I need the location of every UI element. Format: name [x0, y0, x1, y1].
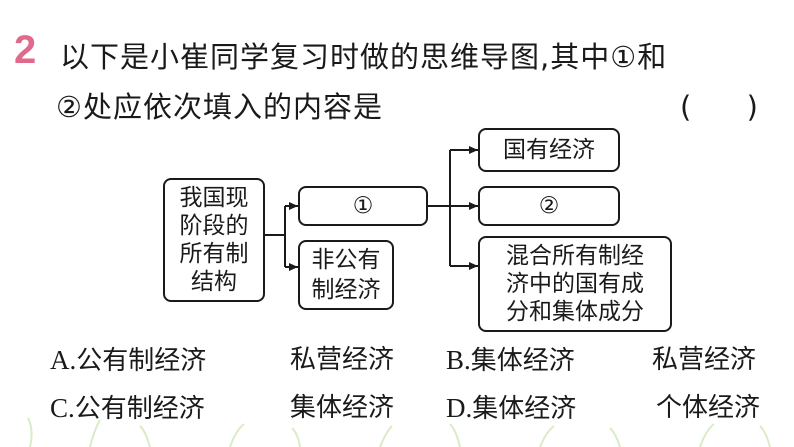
option-b[interactable]: B.集体经济 [446, 344, 575, 377]
option-second: 个体经济 [656, 393, 761, 423]
leaf-state-label: 国有经济 [503, 136, 595, 163]
option-first: 公有制经济 [74, 394, 205, 424]
leaf-line: 分和集体成分 [506, 299, 644, 325]
option-first: 集体经济 [472, 394, 577, 424]
root-node: 我国现 阶段的 所有制 结构 [163, 178, 265, 302]
option-letter: A. [50, 345, 77, 375]
leaf-line: 济中的国有成 [506, 271, 644, 297]
option-d-second: 个体经济 [656, 392, 760, 424]
question-number: 2 [14, 28, 37, 72]
question-stem-line2: ②处应依次填入的内容是 [56, 90, 383, 124]
option-c[interactable]: C.公有制经济 [50, 392, 205, 425]
root-line: 我国现 [179, 185, 249, 211]
option-a[interactable]: A.公有制经济 [50, 344, 206, 377]
option-a-second: 私营经济 [290, 344, 394, 376]
option-letter: B. [446, 345, 471, 375]
option-second: 私营经济 [290, 345, 395, 375]
question-stem-line1: 以下是小崔同学复习时做的思维导图,其中①和 [60, 40, 668, 74]
leaf-mixed-ownership: 混合所有制经 济中的国有成 分和集体成分 [478, 236, 672, 332]
leaf-blank-2-label: ② [538, 192, 560, 219]
option-second: 私营经济 [652, 345, 757, 375]
root-line: 结构 [191, 269, 237, 295]
option-letter: C. [50, 393, 75, 423]
option-first: 公有制经济 [76, 346, 207, 376]
option-c-second: 集体经济 [290, 392, 394, 424]
answer-blank[interactable]: ( ) [680, 90, 758, 124]
leaf-state-economy: 国有经济 [478, 128, 620, 172]
option-second: 集体经济 [290, 393, 395, 423]
option-b-second: 私营经济 [652, 344, 756, 376]
node-line: 非公有 [311, 247, 381, 273]
root-line: 阶段的 [179, 213, 249, 239]
leaf-blank-2: ② [478, 186, 620, 226]
option-letter: D. [446, 393, 473, 423]
node-non-public-economy: 非公有 制经济 [298, 240, 394, 310]
option-d[interactable]: D.集体经济 [446, 392, 576, 425]
root-line: 所有制 [179, 241, 249, 267]
leaf-line: 混合所有制经 [506, 243, 644, 269]
node-blank-1: ① [298, 186, 428, 226]
option-first: 集体经济 [470, 346, 575, 376]
node-blank-1-label: ① [352, 192, 374, 219]
node-line: 制经济 [311, 277, 381, 303]
